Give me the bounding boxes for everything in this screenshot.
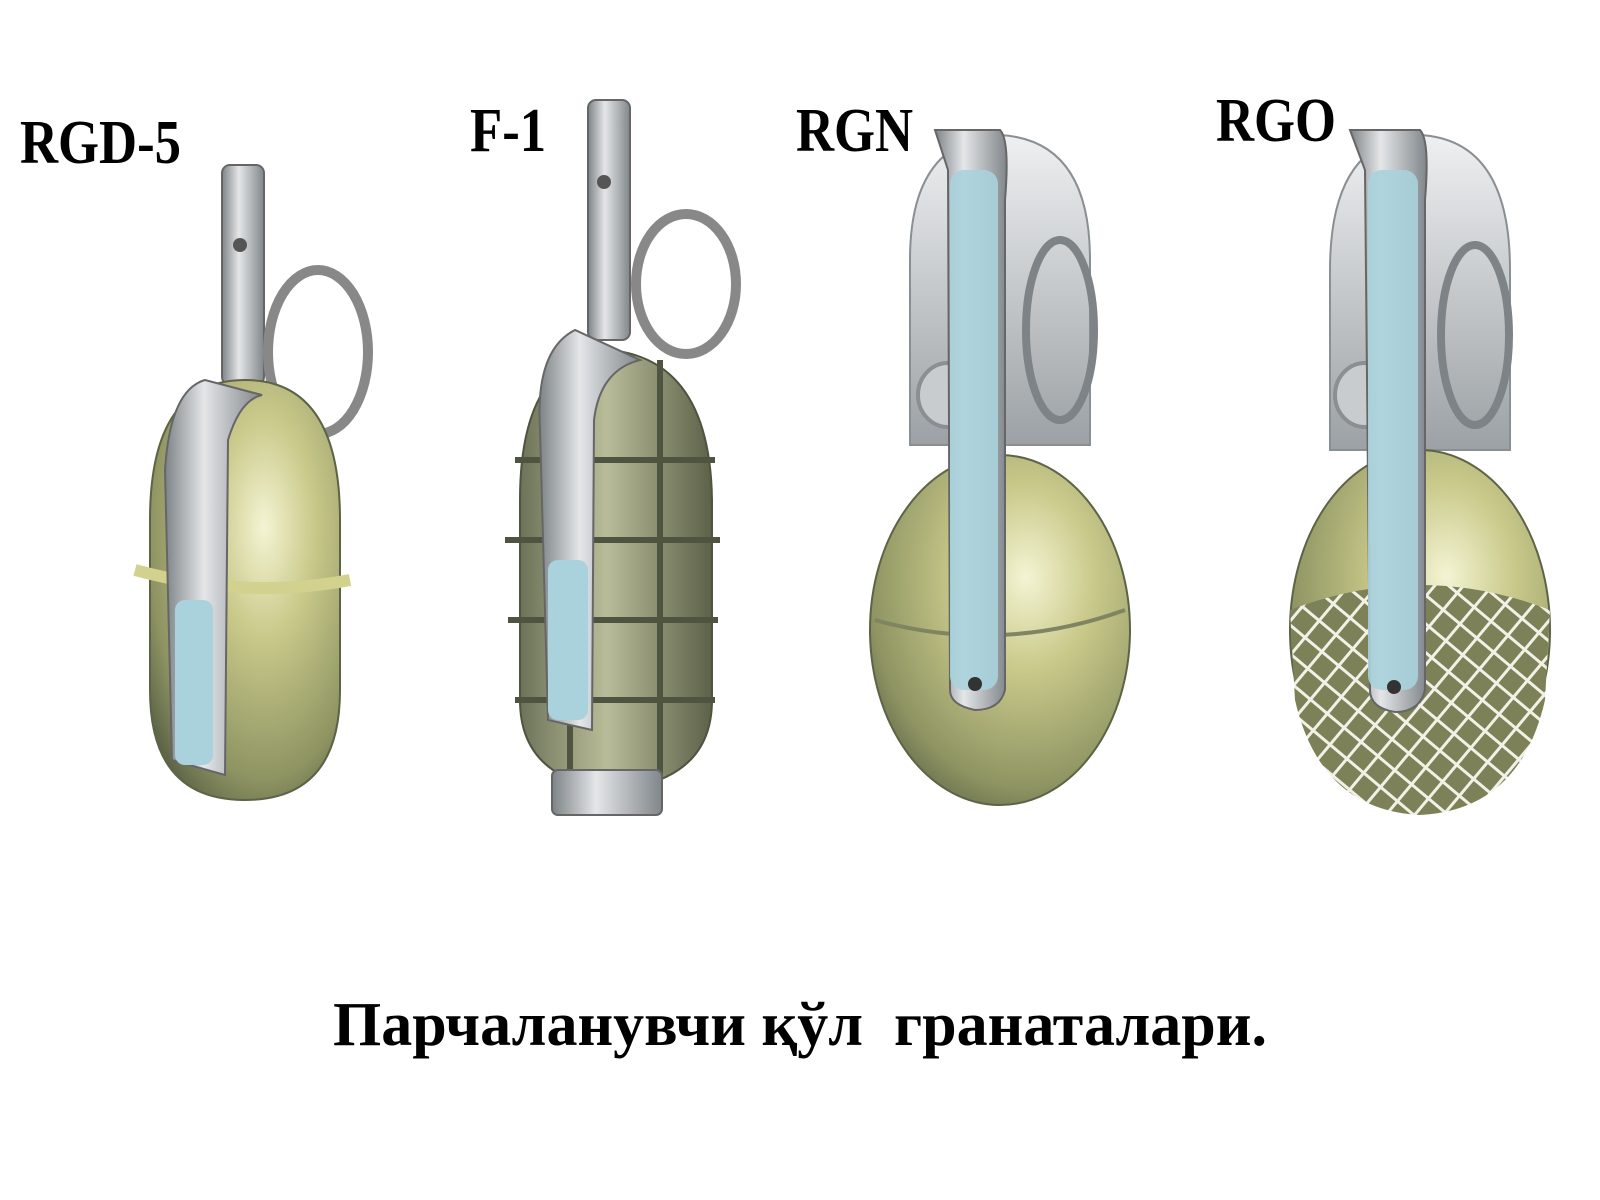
grenade-rgo — [1289, 129, 1551, 815]
label-rgd5: RGD-5 — [20, 109, 182, 177]
label-f1: F-1 — [470, 97, 547, 165]
label-rgo: RGO — [1216, 87, 1337, 155]
grenade-rgd5 — [133, 164, 373, 802]
label-rgn: RGN — [796, 97, 914, 165]
caption: Парчаланувчи қўл гранаталари. — [333, 991, 1267, 1059]
grenade-f1 — [505, 99, 741, 816]
grenade-rgn — [869, 129, 1131, 806]
